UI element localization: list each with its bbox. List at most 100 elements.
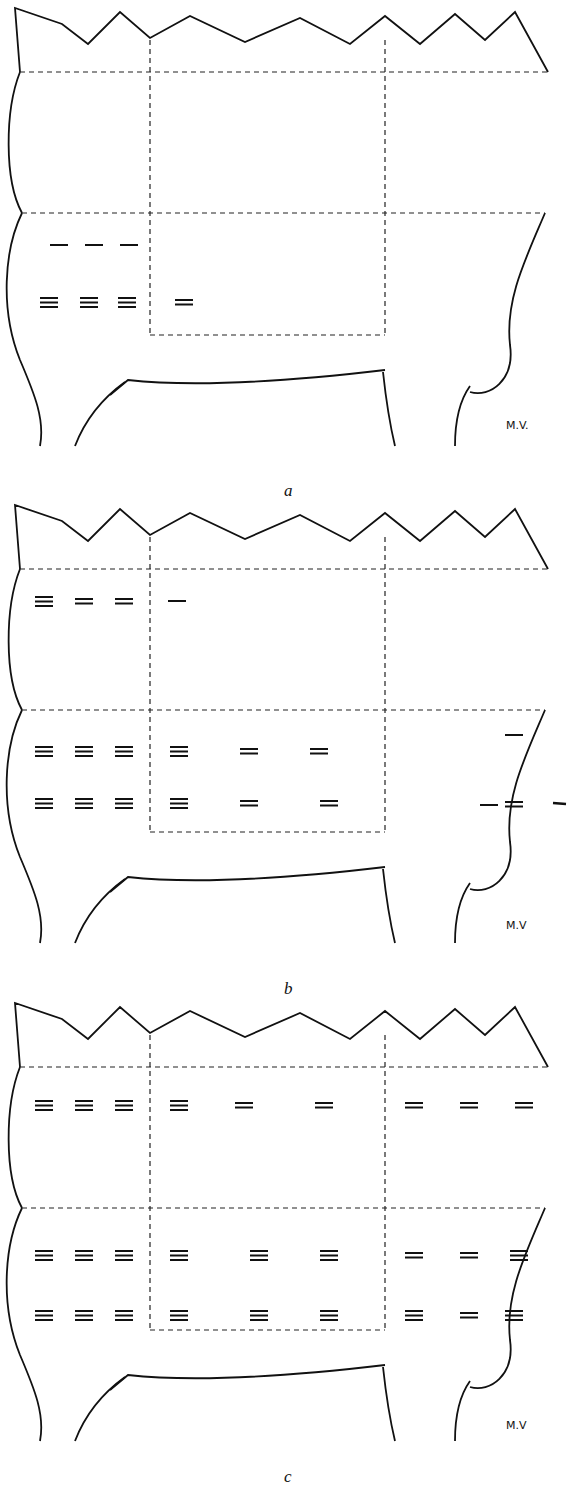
tally-stroke — [320, 1250, 338, 1252]
tally-mark — [75, 1101, 93, 1110]
body-outline — [110, 867, 385, 892]
tally-stroke — [250, 1319, 268, 1321]
tally-stroke — [35, 755, 53, 757]
tally-mark — [75, 599, 93, 604]
body-outline — [7, 1208, 42, 1441]
tally-stroke — [115, 1100, 133, 1102]
tally-stroke — [75, 603, 93, 605]
signature: M.V — [506, 1420, 527, 1431]
tally-stroke — [35, 596, 53, 598]
tally-stroke — [35, 746, 53, 748]
signature: M.V. — [506, 420, 529, 431]
tally-mark — [75, 799, 93, 808]
tally-mark — [35, 747, 53, 756]
tally-mark — [310, 749, 328, 754]
tally-stroke — [115, 803, 133, 805]
tally-stroke — [175, 299, 193, 301]
tally-stroke — [115, 1319, 133, 1321]
tally-mark — [170, 1251, 188, 1260]
tally-stroke — [75, 803, 93, 805]
tally-mark — [115, 799, 133, 808]
tally-stroke — [75, 1310, 93, 1312]
tally-stroke — [118, 297, 136, 299]
tally-mark — [175, 300, 193, 305]
tally-stroke — [510, 1259, 528, 1261]
tally-mark — [405, 1103, 423, 1108]
tally-mark — [250, 1251, 268, 1260]
tally-stroke — [75, 1259, 93, 1261]
signature: M.V — [506, 920, 527, 931]
tally-stroke — [320, 1310, 338, 1312]
body-outline — [9, 72, 22, 213]
panel-letter: a — [284, 482, 293, 499]
tally-mark — [35, 1101, 53, 1110]
tally-mark — [235, 1103, 253, 1108]
region-grid — [20, 568, 548, 569]
tally-stroke — [240, 753, 258, 755]
tally-mark — [480, 805, 498, 806]
body-outline — [455, 883, 470, 943]
tally-stroke — [75, 1105, 93, 1107]
tally-stroke — [115, 751, 133, 753]
tally-stroke — [315, 1107, 333, 1109]
tally-stroke — [515, 1102, 533, 1104]
tally-mark — [320, 1251, 338, 1260]
body-outline — [75, 1377, 125, 1441]
tally-stroke — [405, 1315, 423, 1317]
tally-stroke — [50, 244, 68, 246]
tally-stroke — [75, 751, 93, 753]
body-outline — [455, 386, 470, 446]
tally-stroke — [80, 297, 98, 299]
tally-stroke — [118, 302, 136, 304]
tally-stroke — [40, 302, 58, 304]
tally-stroke — [170, 1105, 188, 1107]
tally-mark — [505, 1311, 523, 1320]
tally-mark — [85, 245, 103, 246]
region-grid — [149, 537, 150, 832]
tally-mark — [460, 1253, 478, 1258]
body-outline — [383, 1367, 395, 1441]
tally-mark — [320, 1311, 338, 1320]
tally-mark — [115, 599, 133, 604]
tally-mark — [50, 245, 68, 246]
animal-panel — [7, 1003, 548, 1441]
region-grid — [384, 40, 385, 335]
tally-stroke — [115, 1255, 133, 1257]
tally-stroke — [35, 601, 53, 603]
tally-stroke — [240, 748, 258, 750]
tally-stroke — [35, 803, 53, 805]
tally-stroke — [250, 1250, 268, 1252]
tally-stroke — [460, 1312, 478, 1314]
tally-stroke — [505, 1315, 523, 1317]
tally-stroke — [75, 1109, 93, 1111]
tally-stroke — [460, 1317, 478, 1319]
tally-stroke — [170, 803, 188, 805]
tally-stroke — [75, 798, 93, 800]
tally-stroke — [75, 755, 93, 757]
panel-letter: b — [284, 980, 293, 997]
tally-mark — [460, 1313, 478, 1318]
tally-stroke — [505, 734, 523, 736]
tally-mark — [75, 1311, 93, 1320]
tally-stroke — [405, 1102, 423, 1104]
body-outline — [15, 1003, 548, 1067]
tally-stroke — [240, 805, 258, 807]
tally-stroke — [250, 1315, 268, 1317]
tally-stroke — [250, 1310, 268, 1312]
tally-stroke — [75, 1319, 93, 1321]
tally-stroke — [170, 755, 188, 757]
tally-stroke — [405, 1319, 423, 1321]
body-outline — [9, 1067, 22, 1208]
tally-stroke — [168, 600, 186, 602]
region-grid — [384, 1035, 385, 1330]
tally-stroke — [460, 1107, 478, 1109]
tally-stroke — [320, 1315, 338, 1317]
tally-stroke — [115, 798, 133, 800]
tally-stroke — [170, 1255, 188, 1257]
tally-mark — [75, 1251, 93, 1260]
tally-stroke — [170, 1319, 188, 1321]
tally-mark — [40, 298, 58, 307]
tally-stroke — [80, 302, 98, 304]
tally-stroke — [75, 1255, 93, 1257]
tally-stroke — [315, 1102, 333, 1104]
